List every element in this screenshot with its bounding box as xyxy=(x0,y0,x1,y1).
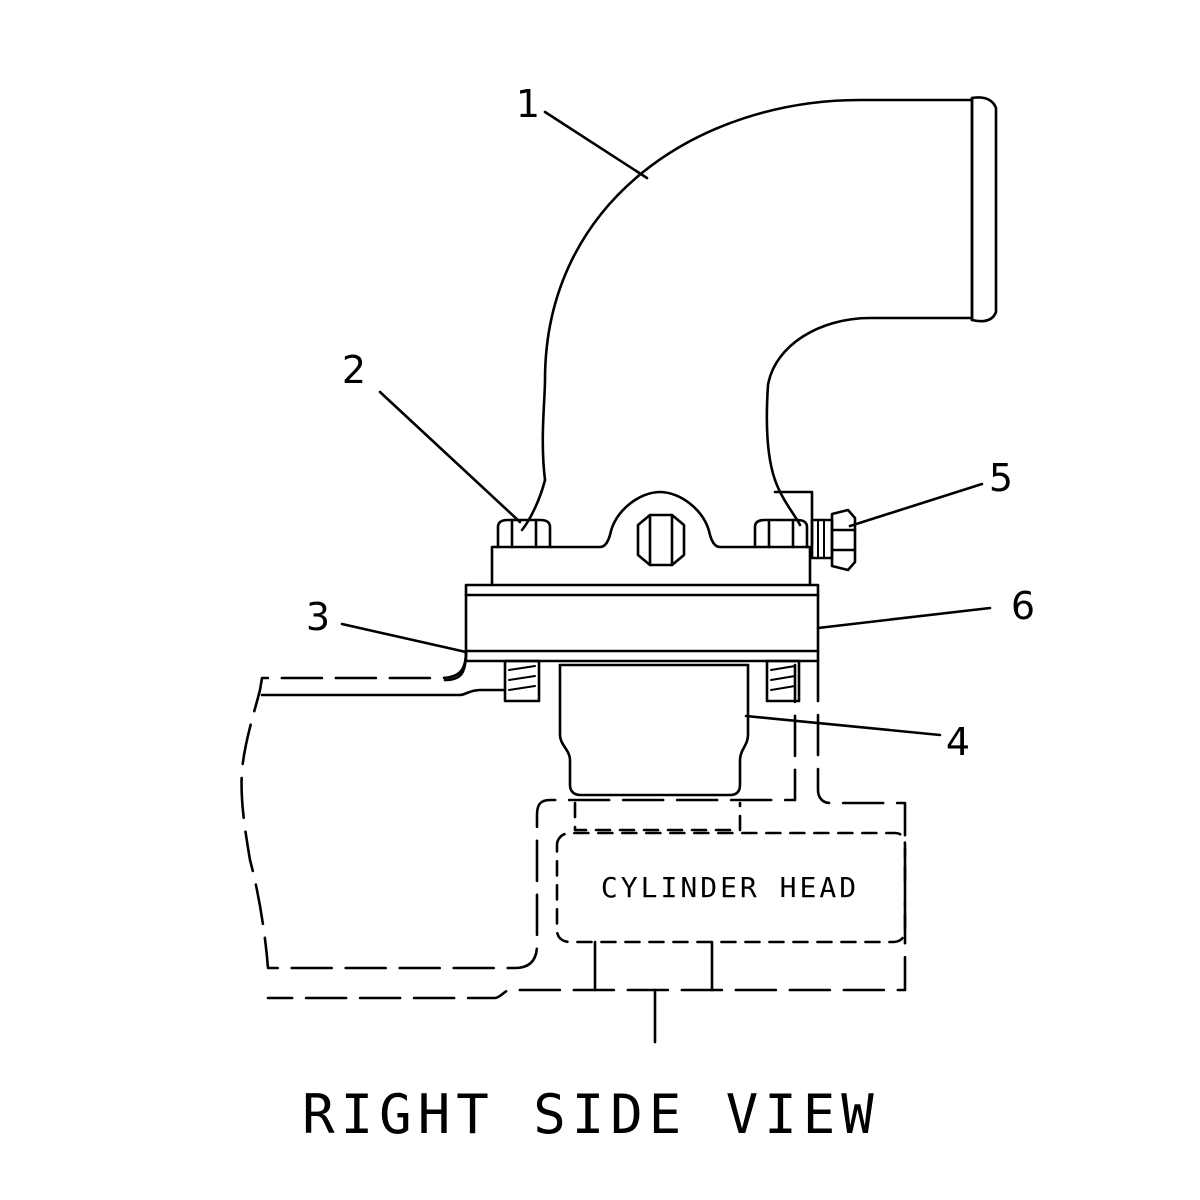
leader-line-5 xyxy=(848,482,984,528)
leader-line-3 xyxy=(340,622,468,654)
stud-right xyxy=(765,659,801,703)
leader-line-6 xyxy=(816,606,992,630)
leader-line-2 xyxy=(378,390,522,524)
elbow-pipe xyxy=(520,96,998,532)
flange-nut-right xyxy=(753,518,809,549)
port-adapter xyxy=(558,663,750,797)
upper-flange xyxy=(490,490,812,587)
callout-5: 5 xyxy=(989,456,1013,500)
leader-lines xyxy=(340,110,992,737)
leader-line-4 xyxy=(744,714,942,737)
callout-1: 1 xyxy=(516,82,540,126)
callout-4: 4 xyxy=(946,720,970,764)
callout-6: 6 xyxy=(1011,584,1035,628)
cylinder-head: CYLINDER HEAD xyxy=(555,801,907,1044)
callout-2: 2 xyxy=(342,348,366,392)
cylinder-head-label: CYLINDER HEAD xyxy=(601,871,859,904)
manifold-outline xyxy=(240,649,907,1000)
spacer-block xyxy=(464,583,820,663)
fitting xyxy=(810,508,857,572)
flange-nut-left xyxy=(496,518,552,549)
leader-line-1 xyxy=(543,110,649,180)
view-title: RIGHT SIDE VIEW xyxy=(302,1083,880,1146)
callout-3: 3 xyxy=(306,595,330,639)
stud-left xyxy=(503,659,541,703)
